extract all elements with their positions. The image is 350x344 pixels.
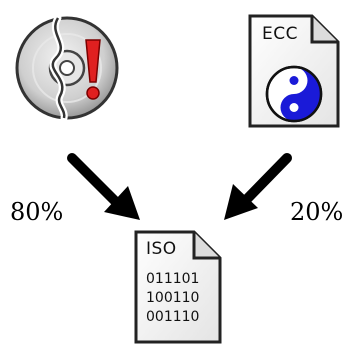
iso-binary-line: 100110 [146, 290, 200, 306]
exclamation-icon [85, 39, 101, 100]
damaged-disc-icon [15, 14, 119, 122]
ecc-file-label: ECC [262, 24, 298, 44]
right-share-label: 20% [290, 198, 344, 226]
iso-binary-line: 011101 [146, 271, 200, 287]
iso-file-label: ISO [146, 239, 177, 259]
iso-binary-line: 001110 [146, 309, 200, 325]
iso-file-icon [134, 230, 222, 344]
arrow-right-icon [224, 153, 292, 220]
iso-binary-lines: 011101 100110 001110 [146, 270, 199, 327]
arrow-left-icon [67, 153, 140, 220]
yin-yang-icon [265, 65, 323, 123]
left-share-label: 80% [10, 198, 64, 226]
